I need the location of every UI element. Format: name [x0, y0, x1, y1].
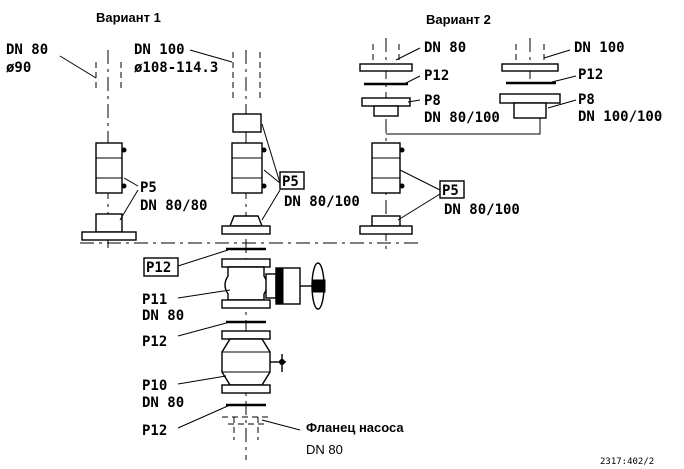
p10-dn-label: DN 80: [142, 395, 184, 411]
v1-left-p5-label: P5: [140, 180, 157, 196]
leader: [123, 177, 139, 187]
leader: [261, 123, 281, 184]
p10-valve-flange-bottom: [221, 384, 271, 394]
leader: [395, 47, 421, 61]
leader: [543, 49, 571, 59]
p10-valve-body: [221, 338, 271, 386]
v2-b-dn-label: DN 100: [574, 40, 625, 56]
v2-a-flange-p8: [361, 97, 411, 107]
p10-label: P10: [142, 378, 167, 394]
v1-mid-bolt: [261, 147, 267, 153]
v2-a-coupling: [371, 142, 401, 194]
v2-a-dn-label: DN 80: [424, 40, 466, 56]
leader: [177, 375, 227, 385]
p10-handle-knob[interactable]: [279, 359, 285, 365]
v2-connector: [386, 118, 541, 135]
v1-left-p5-dn-label: DN 80/80: [140, 198, 207, 214]
v2-b-p12-label: P12: [578, 67, 603, 83]
v1-mid-p5-dn-label: DN 80/100: [284, 194, 360, 210]
leader: [263, 169, 281, 184]
p11-valve-body: [224, 266, 268, 301]
v1-left-flange: [81, 231, 137, 241]
v2-a-bolt: [399, 183, 405, 189]
v1-left-dia-label: ø90: [6, 60, 31, 76]
v1-left-assembly: [59, 50, 139, 248]
v1-mid-dia-label: ø108-114.3: [134, 60, 218, 76]
leader: [551, 75, 577, 83]
p10-valve-flange-top: [221, 330, 271, 340]
v1-left-coupling: [95, 142, 123, 194]
v2-b-flange-p8: [499, 93, 561, 104]
v1-left-bolt: [121, 183, 127, 189]
v2-a-bolt: [399, 147, 405, 153]
leader: [403, 75, 421, 85]
v2-b-assembly: [499, 38, 577, 119]
v2-p5-box: [439, 180, 465, 199]
leader: [189, 49, 233, 63]
p12-box: [143, 257, 179, 277]
p11-valve-flange-top: [221, 258, 271, 268]
main-stack: [177, 247, 326, 440]
leader: [59, 55, 97, 79]
leader: [177, 321, 231, 337]
v1-left-bolt: [121, 147, 127, 153]
pump-flange-label: Фланец насоса: [306, 420, 404, 435]
v2-a-p8-label: P8: [424, 93, 441, 109]
v2-p5-dn-label: DN 80/100: [444, 202, 520, 218]
stack-p12-box-label: P12: [146, 260, 171, 276]
leader: [397, 193, 441, 221]
v1-left-dn-label: DN 80: [6, 42, 48, 58]
v1-left-adapter: [95, 213, 123, 233]
pump-flange-dn-label: DN 80: [306, 442, 343, 457]
v1-mid-coupling: [231, 142, 263, 194]
leader: [547, 99, 577, 109]
v1-mid-adapter: [228, 215, 264, 227]
v2-b-p8-label: P8: [578, 92, 595, 108]
stack-p12-a-label: P12: [142, 334, 167, 350]
v2-b-flange-p8-neck: [513, 102, 547, 119]
leader: [261, 419, 301, 431]
p11-label: P11: [142, 292, 167, 308]
v2-a-p12-label: P12: [424, 68, 449, 84]
leader: [177, 404, 231, 429]
leader: [399, 169, 441, 191]
v2-a-pipe-flange: [359, 63, 413, 72]
v2-p5-label: P5: [442, 183, 459, 199]
v2-b-p8-dn-label: DN 100/100: [578, 109, 662, 125]
v2-b-pipe-flange: [501, 63, 559, 72]
v2-a-assembly: [359, 38, 441, 252]
leader: [261, 189, 281, 221]
v1-mid-assembly: [189, 49, 281, 460]
v1-mid-pipe-end: [232, 113, 262, 133]
p11-actuator-flange: [275, 267, 284, 305]
variant-2-title: Вариант 2: [426, 12, 491, 27]
v1-mid-p5-box: [279, 171, 305, 190]
leader: [119, 189, 139, 221]
v2-a-flange-p8-neck: [373, 105, 399, 117]
v2-a-p8-dn-label: DN 80/100: [424, 110, 500, 126]
v2-a-adapter: [371, 215, 401, 227]
p11-valve-flange-bottom: [221, 299, 271, 309]
leader: [177, 249, 229, 267]
v1-mid-dn-label: DN 100: [134, 42, 185, 58]
p11-bonnet: [265, 273, 277, 299]
stack-p12-b-label: P12: [142, 423, 167, 439]
v1-mid-bolt: [261, 183, 267, 189]
v1-mid-p5-label: P5: [282, 174, 299, 190]
variant-1-title: Вариант 1: [96, 10, 161, 25]
leader: [177, 289, 231, 299]
handwheel-hub: [312, 279, 326, 293]
v2-a-flange: [359, 225, 413, 235]
drawing-number: 2317:402/2: [600, 457, 654, 467]
leader: [407, 99, 421, 103]
p11-dn-label: DN 80: [142, 308, 184, 324]
v1-mid-flange: [221, 225, 271, 235]
